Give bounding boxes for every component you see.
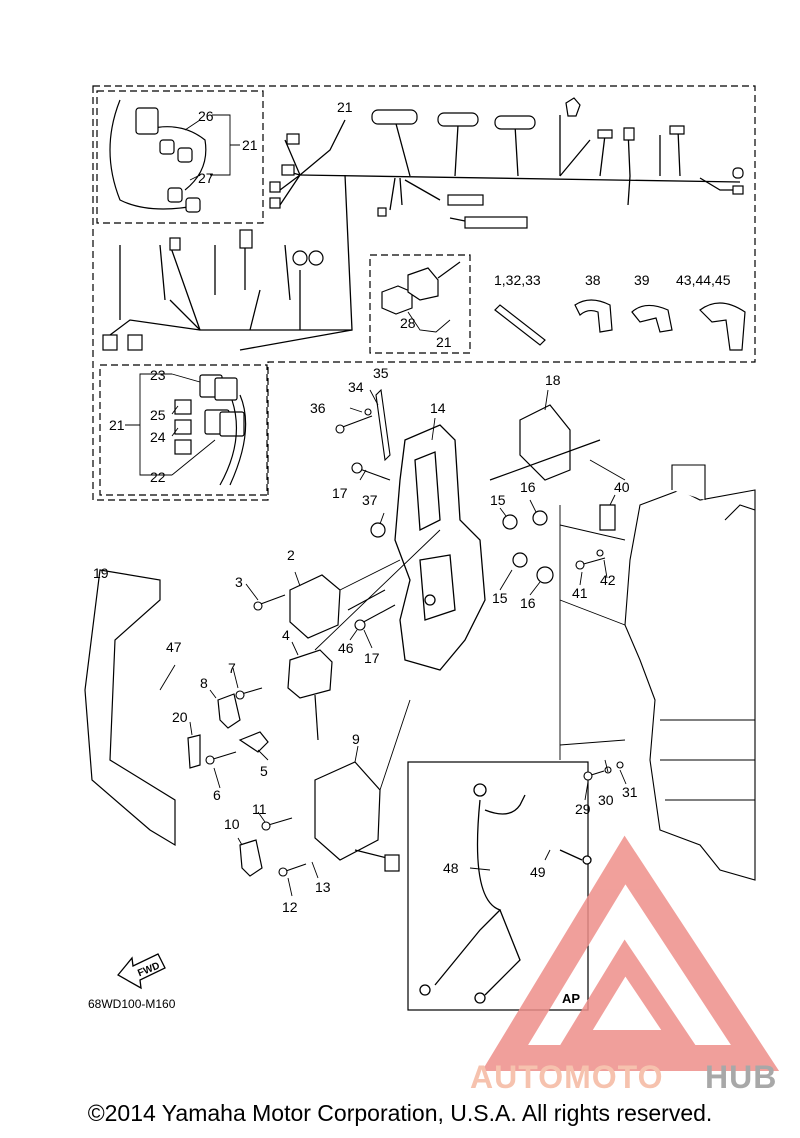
callout: 8 [200, 675, 208, 691]
watermark-brand-part1: AUTOMOTO [470, 1059, 663, 1095]
callout: 21 [109, 417, 125, 433]
callout: 7 [228, 660, 236, 676]
callout: 46 [338, 640, 354, 656]
callout: 36 [310, 400, 326, 416]
callout: 4 [282, 627, 290, 643]
callout: 25 [150, 407, 166, 423]
copyright-notice: ©2014 Yamaha Motor Corporation, U.S.A. A… [87, 1100, 713, 1126]
callout: 16 [520, 479, 536, 495]
component-parts [84, 404, 616, 877]
callout: 17 [364, 650, 380, 666]
callout: 34 [348, 379, 364, 395]
fwd-arrow: FWD [117, 953, 166, 990]
harness-group-frame [92, 85, 756, 1011]
callout: 27 [198, 170, 214, 186]
callout: 29 [575, 801, 591, 817]
leader-lines [125, 114, 627, 897]
callout: 18 [545, 372, 561, 388]
callout: 41 [572, 585, 588, 601]
inset-connectors-22-25 [174, 374, 247, 486]
callout: 21 [436, 334, 452, 350]
callout: 23 [150, 367, 166, 383]
callout: 14 [430, 400, 446, 416]
ap-label: AP [562, 991, 580, 1006]
callout: 12 [282, 899, 298, 915]
callout: 15 [492, 590, 508, 606]
callout: 1,32,33 [494, 272, 541, 288]
battery-leads-48-49 [419, 783, 592, 1004]
callout: 40 [614, 479, 630, 495]
callout: 37 [362, 492, 378, 508]
bracket-14 [394, 424, 486, 671]
callout: 28 [400, 315, 416, 331]
callout: 21 [337, 99, 353, 115]
callout: 43,44,45 [676, 272, 731, 288]
callout: 22 [150, 469, 166, 485]
clamps-and-bands [494, 299, 746, 351]
callout: 47 [166, 639, 182, 655]
inset-lead-wires [109, 99, 207, 213]
fasteners [205, 388, 624, 877]
callout: 48 [443, 860, 459, 876]
callout: 10 [224, 816, 240, 832]
callout: 17 [332, 485, 348, 501]
callout: 30 [598, 792, 614, 808]
automotohub-watermark: AUTOMOTO HUB [470, 835, 780, 1095]
callout-labels: 26 21 27 21 1,32,33 38 39 43,44,45 28 21… [93, 99, 731, 915]
callout: 31 [622, 784, 638, 800]
callout: 38 [585, 272, 601, 288]
callout: 24 [150, 429, 166, 445]
callout: 9 [352, 731, 360, 747]
engine-block [624, 464, 756, 881]
callout: 20 [172, 709, 188, 725]
watermark-brand-part2: HUB [705, 1059, 777, 1095]
callout: 3 [235, 574, 243, 590]
harness-connectors [102, 97, 744, 351]
figure-code: 68WD100-M160 [88, 997, 176, 1011]
callout: 11 [252, 801, 267, 817]
callout: 2 [287, 547, 295, 563]
callout: 13 [315, 879, 331, 895]
callout: 35 [373, 365, 389, 381]
callout: 16 [520, 595, 536, 611]
callout: 6 [213, 787, 221, 803]
callout: 39 [634, 272, 650, 288]
callout: 21 [242, 137, 258, 153]
callout: 15 [490, 492, 506, 508]
callout: 19 [93, 565, 109, 581]
relay-inset-28 [381, 261, 461, 315]
wire-harness-21 [109, 115, 741, 351]
callout: 42 [600, 572, 616, 588]
callout: 49 [530, 864, 546, 880]
callout: 26 [198, 108, 214, 124]
callout: 5 [260, 763, 268, 779]
